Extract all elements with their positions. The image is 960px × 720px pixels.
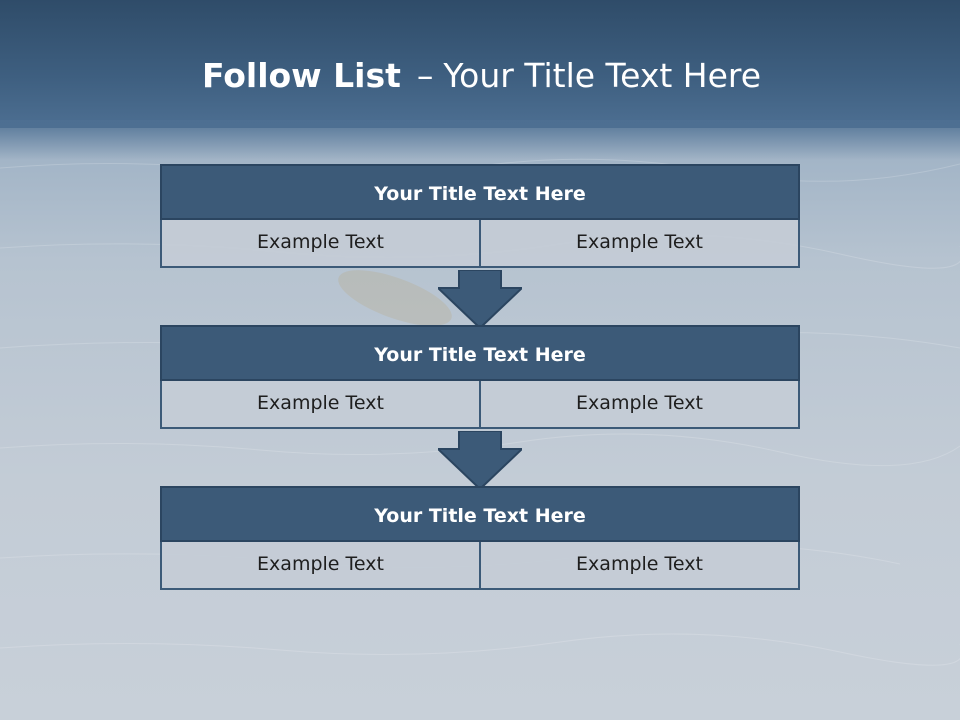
list-block-2: Your Title Text Here Example Text Exampl… <box>160 325 800 429</box>
block-cell-left: Example Text <box>160 220 481 268</box>
slide-title: Follow List–Your Title Text Here <box>202 52 761 100</box>
down-arrow-icon <box>438 431 522 489</box>
title-bold: Follow List <box>202 56 401 95</box>
block-cell-right: Example Text <box>481 542 800 590</box>
list-block-1: Your Title Text Here Example Text Exampl… <box>160 164 800 268</box>
header-fade <box>0 120 960 160</box>
slide-header-band <box>0 0 960 128</box>
block-row: Example Text Example Text <box>160 220 800 268</box>
list-block-3: Your Title Text Here Example Text Exampl… <box>160 486 800 590</box>
block-title: Your Title Text Here <box>160 164 800 220</box>
block-row: Example Text Example Text <box>160 542 800 590</box>
block-cell-right: Example Text <box>481 381 800 429</box>
block-title: Your Title Text Here <box>160 486 800 542</box>
block-row: Example Text Example Text <box>160 381 800 429</box>
title-rest: Your Title Text Here <box>443 56 762 95</box>
block-cell-right: Example Text <box>481 220 800 268</box>
block-cell-left: Example Text <box>160 381 481 429</box>
block-cell-left: Example Text <box>160 542 481 590</box>
title-separator: – <box>416 56 434 95</box>
block-title: Your Title Text Here <box>160 325 800 381</box>
down-arrow-icon <box>438 270 522 328</box>
